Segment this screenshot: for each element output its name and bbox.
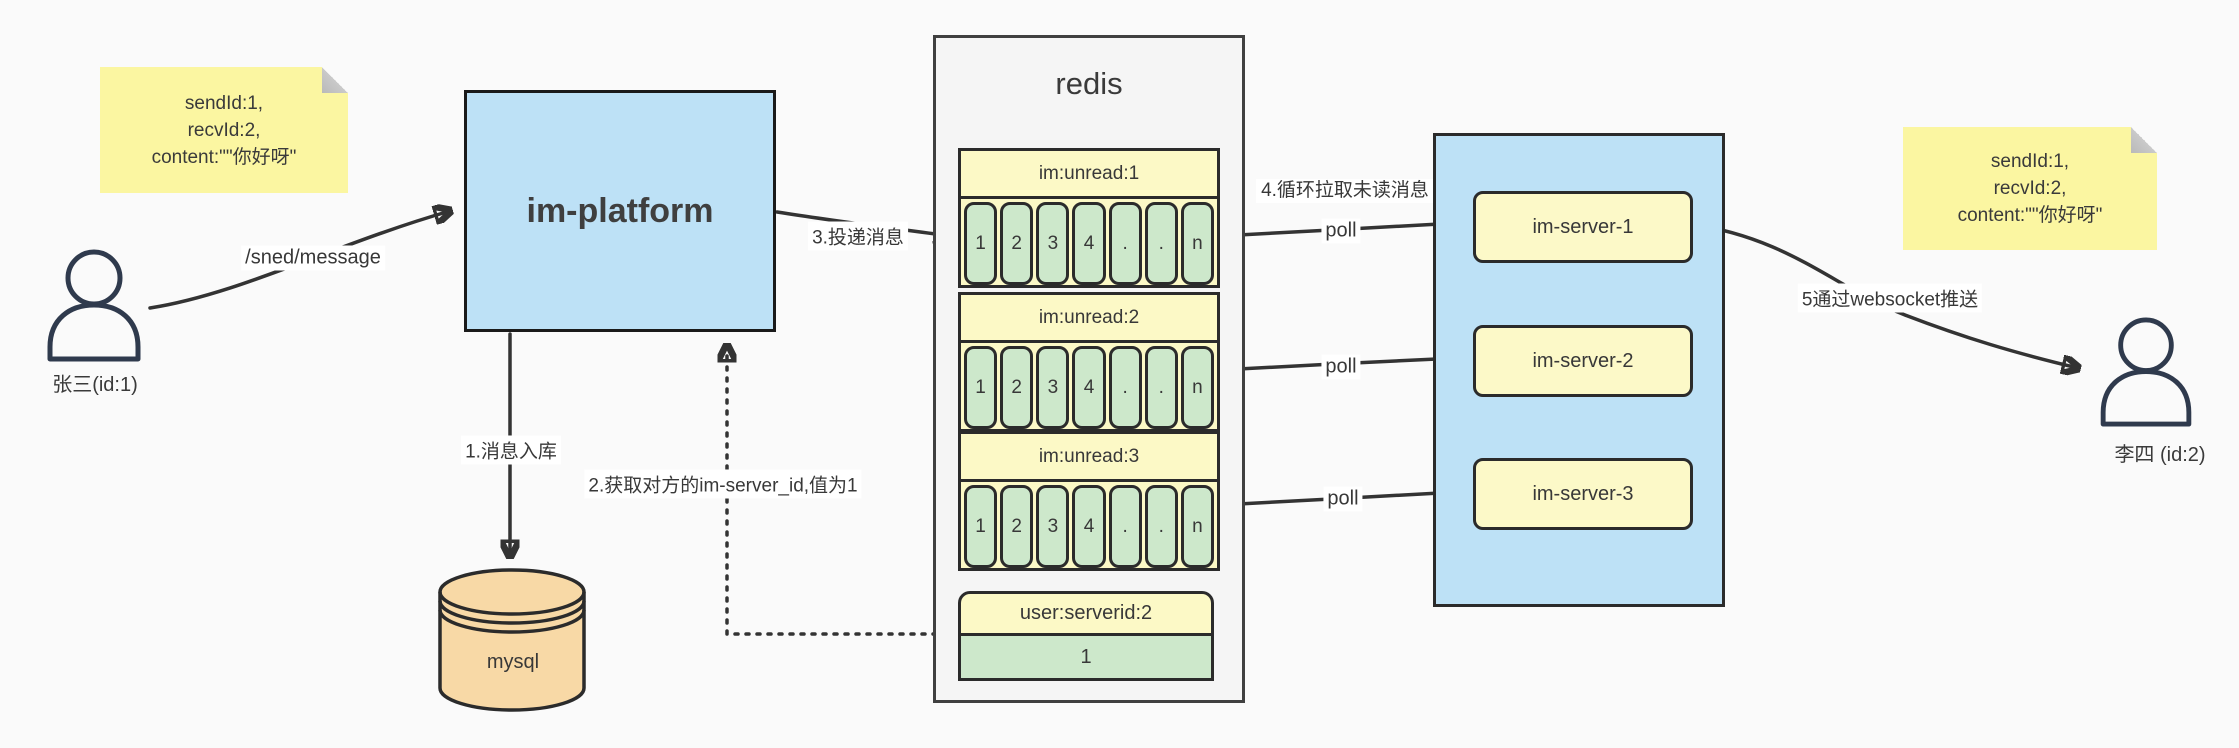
edge-label-step4: 4.循环拉取未读消息 (1256, 179, 1434, 203)
queue-cell: 3 (1036, 202, 1070, 285)
im-platform-label: im-platform (526, 191, 714, 230)
user-icon-receiver (2100, 317, 2192, 427)
queue-cell: . (1144, 202, 1178, 285)
queue-cell: . (1108, 485, 1142, 568)
sticky-note-left: sendId:1, recvId:2, content:""你好呀" (100, 67, 348, 193)
edge-label-step5: 5通过websocket推送 (1797, 283, 1983, 313)
queue-cell: . (1108, 346, 1142, 429)
queue-cell: 3 (1036, 346, 1070, 429)
note-line: sendId:1, (1990, 151, 2070, 172)
edge-label-step2: 2.获取对方的im-server_id,值为1 (584, 469, 862, 499)
queue-cell: . (1144, 485, 1178, 568)
edge-label-poll-2: poll (1321, 354, 1361, 380)
edge-label-send: /sned/message (241, 245, 385, 271)
queue-cell: . (1144, 346, 1178, 429)
redis-title: redis (1055, 66, 1123, 101)
mysql-label: mysql (486, 651, 540, 673)
edge-label-poll-1: poll (1321, 218, 1361, 244)
edge-label-step1: 1.消息入库 (461, 435, 561, 465)
note-line: recvId:2, (187, 119, 261, 141)
queue-cell: 4 (1072, 485, 1106, 568)
queue-cell: 3 (1036, 485, 1070, 568)
im-server-2-box: im-server-2 (1473, 325, 1693, 397)
queue-cell: 1 (964, 485, 998, 568)
kv-key-label: user:serverid:2 (958, 591, 1214, 636)
edge-label-poll-3: poll (1323, 486, 1363, 512)
queue-cell: 2 (1000, 485, 1034, 568)
receiver-label: 李四 (id:2) (2114, 444, 2206, 466)
queue-cell: n (1180, 202, 1214, 285)
im-platform-box: im-platform (464, 90, 776, 332)
sender-label: 张三(id:1) (52, 374, 138, 396)
edge-label-step3: 3.投递消息 (808, 221, 908, 251)
queue-cell: 1 (964, 346, 998, 429)
queue-cell: 2 (1000, 346, 1034, 429)
queue-cell: n (1180, 346, 1214, 429)
note-line: content:""你好呀" (151, 146, 297, 168)
queue-cell: . (1108, 202, 1142, 285)
user-icon-sender (47, 249, 141, 362)
queue-header: im:unread:3 (961, 434, 1217, 482)
queue-cell: 4 (1072, 202, 1106, 285)
queue-cell: 4 (1072, 346, 1106, 429)
queue-cell: n (1180, 485, 1214, 568)
queue-cell: 1 (964, 202, 998, 285)
kv-user-serverid: user:serverid:2 1 (958, 591, 1214, 681)
mysql-database-icon (438, 568, 586, 712)
kv-value: 1 (958, 636, 1214, 681)
im-server-1-box: im-server-1 (1473, 191, 1693, 263)
queue-cell: 2 (1000, 202, 1034, 285)
im-server-3-box: im-server-3 (1473, 458, 1693, 530)
queue-header: im:unread:1 (961, 151, 1217, 199)
im-servers-panel: im-server-1 im-server-2 im-server-3 (1433, 133, 1725, 607)
note-line: content:""你好呀" (1957, 205, 2103, 226)
note-line: sendId:1, (184, 92, 264, 114)
sticky-note-right: sendId:1, recvId:2, content:""你好呀" (1903, 127, 2157, 250)
note-line: recvId:2, (1993, 178, 2067, 199)
queue-header: im:unread:2 (961, 295, 1217, 343)
